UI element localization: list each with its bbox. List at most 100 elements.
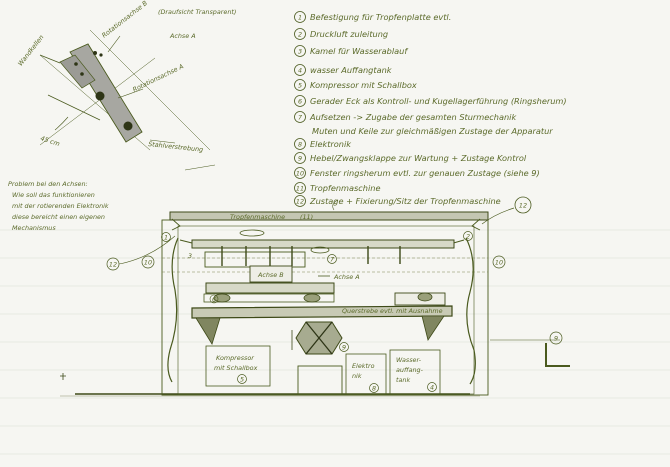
drop-tray [169,211,489,221]
legend-item-12: 12 Zustage + Fixierung/Sitz der Tropfenm… [294,195,501,207]
water-tank-box: Wasser- auffang- tank 4 [389,349,441,395]
ref-circle-12-left: 12 [106,235,176,271]
svg-text:Gerader Eck als Kontroll- und: Gerader Eck als Kontroll- und Kugellager… [310,96,567,106]
tank-label-1: Wasser- [396,356,422,364]
right-drain-pipe [465,237,476,385]
svg-text:1: 1 [164,234,168,242]
steel-label: Stahlverstrebung [148,140,204,154]
svg-text:9: 9 [554,335,558,343]
middle-platform [205,282,335,294]
compressor-box: Kompressor mit Schallbox 5 [205,345,271,387]
axis-pivot-shape [95,91,105,101]
svg-text:2: 2 [298,31,302,39]
svg-text:2: 2 [466,233,470,241]
electronics-num: 8 [372,385,376,393]
wall-label: Wandkellen [16,33,45,67]
axis-b-box [249,265,293,283]
svg-text:3: 3 [298,48,302,56]
svg-text:Befestigung für Tropfenplatte: Befestigung für Tropfenplatte evtl. [310,12,451,22]
axis-b-label: Rotationsachse B [100,0,149,40]
ref-circle-9-lever: 9 [549,331,563,345]
tank-num: 4 [430,384,434,392]
svg-text:12: 12 [519,202,527,210]
axis-detail-sketch [39,29,211,151]
problem-line-1: Problem bei den Achsen: [8,180,88,188]
svg-text:3: 3 [188,252,192,260]
axis-a-label: Rotationsachse A [131,62,184,94]
svg-text:5: 5 [298,82,302,90]
ref-circle-10-right: 10 [492,255,506,269]
axis-b-note2: Achse A [169,32,196,40]
base-block [297,365,343,395]
parts-legend: 1 Befestigung für Tropfenplatte evtl. 2 … [294,11,567,207]
legend-item-7-note: Muten und Keile zur gleichmäßigen Zustag… [312,126,553,136]
legend-item-6: 6 Gerader Eck als Kontroll- und Kugellag… [294,95,567,107]
ref-circle-12-right: 12 [481,196,532,225]
svg-text:Muten und Keile zur gleichmäßi: Muten und Keile zur gleichmäßigen Zustag… [312,126,553,136]
problem-note: Problem bei den Achsen: Wie soll das fun… [8,180,109,232]
machine-cross-section: Achse B Achse A Querstrebe evtl. mit Aus… [60,164,570,397]
axis-a-drawing-label: Achse A [333,273,360,281]
axis-b-drawing-label: Achse B [257,271,284,279]
svg-text:4: 4 [298,67,302,75]
svg-text:10: 10 [296,170,304,178]
electronics-label-2: nik [352,372,362,380]
legend-item-1: 1 Befestigung für Tropfenplatte evtl. [294,11,451,23]
left-drain-pipe [167,237,179,383]
tray-label: Tropfenmaschine [230,213,285,221]
ref-circle-3: 3 [188,252,192,260]
electronics-label-1: Elektro [352,362,375,370]
svg-text:6: 6 [298,98,302,106]
scissor-lift [291,321,343,355]
problem-line-3: mit der rotierenden Elektronik [12,202,109,210]
maintenance-lever [545,343,570,367]
legend-item-5: 5 Kompressor mit Schallbox [294,79,417,91]
legend-item-8: 8 Elektronik [294,138,352,150]
ref-circle-9-center: 9 [339,342,349,352]
svg-text:Kamel für Wasserablauf: Kamel für Wasserablauf [310,46,408,56]
compressor-label-2: mit Schallbox [214,364,258,372]
ref-circle-6: 6 [209,294,219,304]
axis-b-note: (Draufsicht Transparent) [158,8,236,16]
svg-text:Tropfenmaschine: Tropfenmaschine [310,183,381,193]
svg-text:9: 9 [298,155,302,163]
svg-text:1: 1 [298,14,302,22]
svg-text:Druckluft zuleitung: Druckluft zuleitung [310,29,388,39]
svg-text:7: 7 [330,256,334,264]
svg-text:Elektronik: Elektronik [310,139,352,149]
svg-text:Aufsetzen -> Zugabe der gesamt: Aufsetzen -> Zugabe der gesamten Sturmec… [309,112,517,122]
svg-text:6: 6 [212,296,216,304]
strut-label: Querstrebe evtl. mit Ausnahme [342,307,443,315]
tank-label-3: tank [396,376,410,384]
legend-item-2: 2 Druckluft zuleitung [294,28,388,40]
cross-strut [191,305,453,319]
legend-item-9: 9 Hebel/Zwangsklappe zur Wartung + Zusta… [294,152,527,164]
legend-item-3: 3 Kamel für Wasserablauf [294,45,408,57]
problem-line-4: diese bereicht einen eigenen [12,213,105,221]
problem-line-2: Wie soll das funktionieren [12,191,95,199]
svg-text:11: 11 [296,185,304,193]
compressor-label-1: Kompressor [216,354,254,362]
steel-plate-shape [69,43,143,143]
legend-item-10: 10 Fenster ringsherum evtl. zur genauen … [294,167,540,179]
tank-label-2: auffang- [396,366,424,374]
electronics-box: Elektro nik 8 [345,353,387,395]
svg-text:Zustage + Fixierung/Sitz der T: Zustage + Fixierung/Sitz der Tropfenmasc… [309,196,501,206]
svg-text:Hebel/Zwangsklappe zur Wartung: Hebel/Zwangsklappe zur Wartung + Zustage… [310,153,527,163]
svg-text:12: 12 [109,261,117,269]
ref-circle-1: 1 [161,232,171,242]
svg-text:9: 9 [342,344,346,352]
ref-circle-10-left: 10 [141,255,155,269]
svg-text:Fenster ringsherum evtl. zur g: Fenster ringsherum evtl. zur genauen Zus… [310,168,540,178]
legend-item-11: 11 Tropfenmaschine [294,182,381,194]
svg-text:Kompressor mit Schallbox: Kompressor mit Schallbox [310,80,417,90]
ref-circle-2: 2 [463,231,473,241]
angle-label: 45 cm [39,134,60,148]
problem-line-5: Mechanismus [12,224,56,232]
legend-item-7: 7 Aufsetzen -> Zugabe der gesamten Sturm… [294,111,517,123]
upper-frame [191,239,455,249]
ref-circle-7: 7 [327,254,337,264]
tray-num: (11) [300,213,313,221]
